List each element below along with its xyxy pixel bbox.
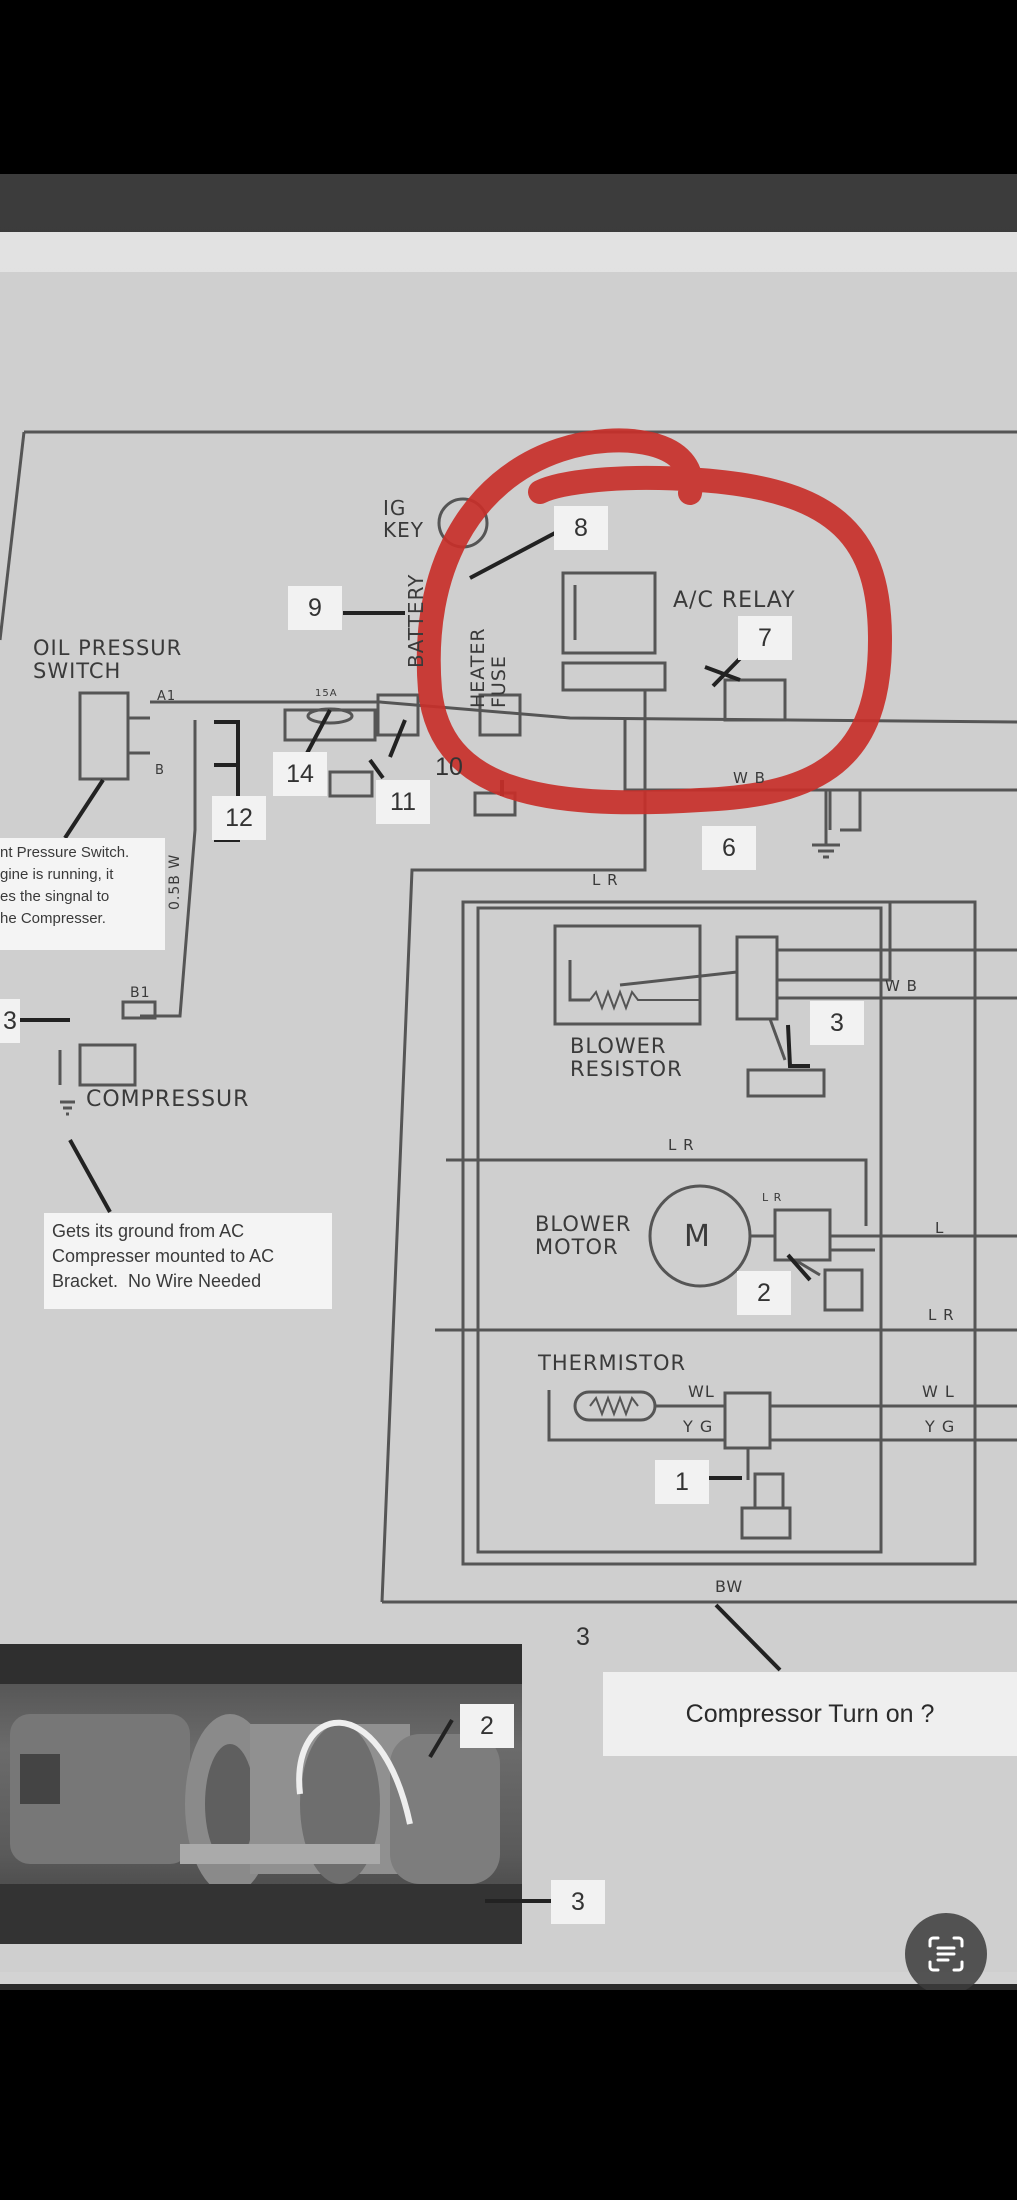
- wire-label-wl-1: WL: [688, 1382, 715, 1401]
- ac-relay-label: A/C RELAY: [673, 588, 796, 613]
- wire-label-wb-2: W B: [885, 977, 918, 995]
- callout-11: 11: [376, 780, 430, 824]
- ground-note: Gets its ground from AC Compresser mount…: [44, 1213, 332, 1309]
- ig-key-label: IG KEY: [383, 496, 424, 542]
- callout-1: 1: [655, 1460, 709, 1504]
- callout-6: 6: [702, 826, 756, 870]
- battery-label: BATTERY: [404, 573, 428, 668]
- callout-9: 9: [288, 586, 342, 630]
- wire-label-lr-2: L R: [668, 1136, 695, 1154]
- wire-label-lr-3: L R: [762, 1191, 783, 1204]
- callout-7: 7: [738, 616, 792, 660]
- wire-label-wb-1: W B: [733, 769, 766, 787]
- oil-pressure-switch-label: OIL PRESSUR SWITCH: [33, 636, 183, 684]
- text-scan-icon: [928, 1936, 964, 1972]
- fuse-rating-label: 15A: [315, 688, 338, 699]
- wire-label-yg-2: Y G: [925, 1417, 956, 1436]
- pin-label-a1: A1: [157, 689, 177, 704]
- callout-12: 12: [212, 796, 266, 840]
- top-black-band: [0, 0, 1017, 174]
- thermistor-label: THERMISTOR: [538, 1351, 687, 1375]
- compressor-label: COMPRESSUR: [86, 1087, 250, 1112]
- callout-8: 8: [554, 506, 608, 550]
- live-text-button[interactable]: [905, 1913, 987, 1995]
- blower-resistor-label: BLOWER RESISTOR: [570, 1034, 683, 1082]
- wire-label-lr-4: L R: [928, 1306, 955, 1324]
- blower-photo: [0, 1644, 522, 1944]
- callout-2-photo: 2: [460, 1704, 514, 1748]
- page-number: 3: [576, 1623, 590, 1651]
- callout-14: 14: [273, 752, 327, 796]
- pressure-switch-note: nt Pressure Switch. gine is running, it …: [0, 838, 165, 950]
- compressor-question-caption: Compressor Turn on ?: [603, 1672, 1017, 1756]
- blower-photo-drawing: [0, 1644, 522, 1944]
- blower-motor-label: BLOWER MOTOR: [535, 1212, 632, 1260]
- heater-fuse-label: HEATER FUSE: [467, 627, 510, 708]
- pin-label-b: B: [155, 763, 165, 778]
- callout-3-resistor: 3: [810, 1001, 864, 1045]
- pin-label-b1: B1: [130, 985, 151, 1001]
- red-highlight-circle: [416, 428, 893, 815]
- wire-label-lr-1: L R: [592, 871, 619, 889]
- bottom-black-band: [0, 1990, 1017, 2200]
- callout-2-motor: 2: [737, 1271, 791, 1315]
- callout-3-left: 3: [0, 999, 20, 1043]
- wire-label-l: L: [935, 1219, 945, 1237]
- motor-symbol: M: [684, 1219, 711, 1254]
- wire-label-yg-1: Y G: [683, 1417, 714, 1436]
- callout-10: 10: [435, 753, 463, 781]
- wire-label-bw: BW: [715, 1577, 744, 1596]
- callout-3-photo: 3: [551, 1880, 605, 1924]
- wire-label-05bw: 0.5B W: [167, 853, 183, 910]
- wire-label-wl-2: W L: [922, 1382, 955, 1401]
